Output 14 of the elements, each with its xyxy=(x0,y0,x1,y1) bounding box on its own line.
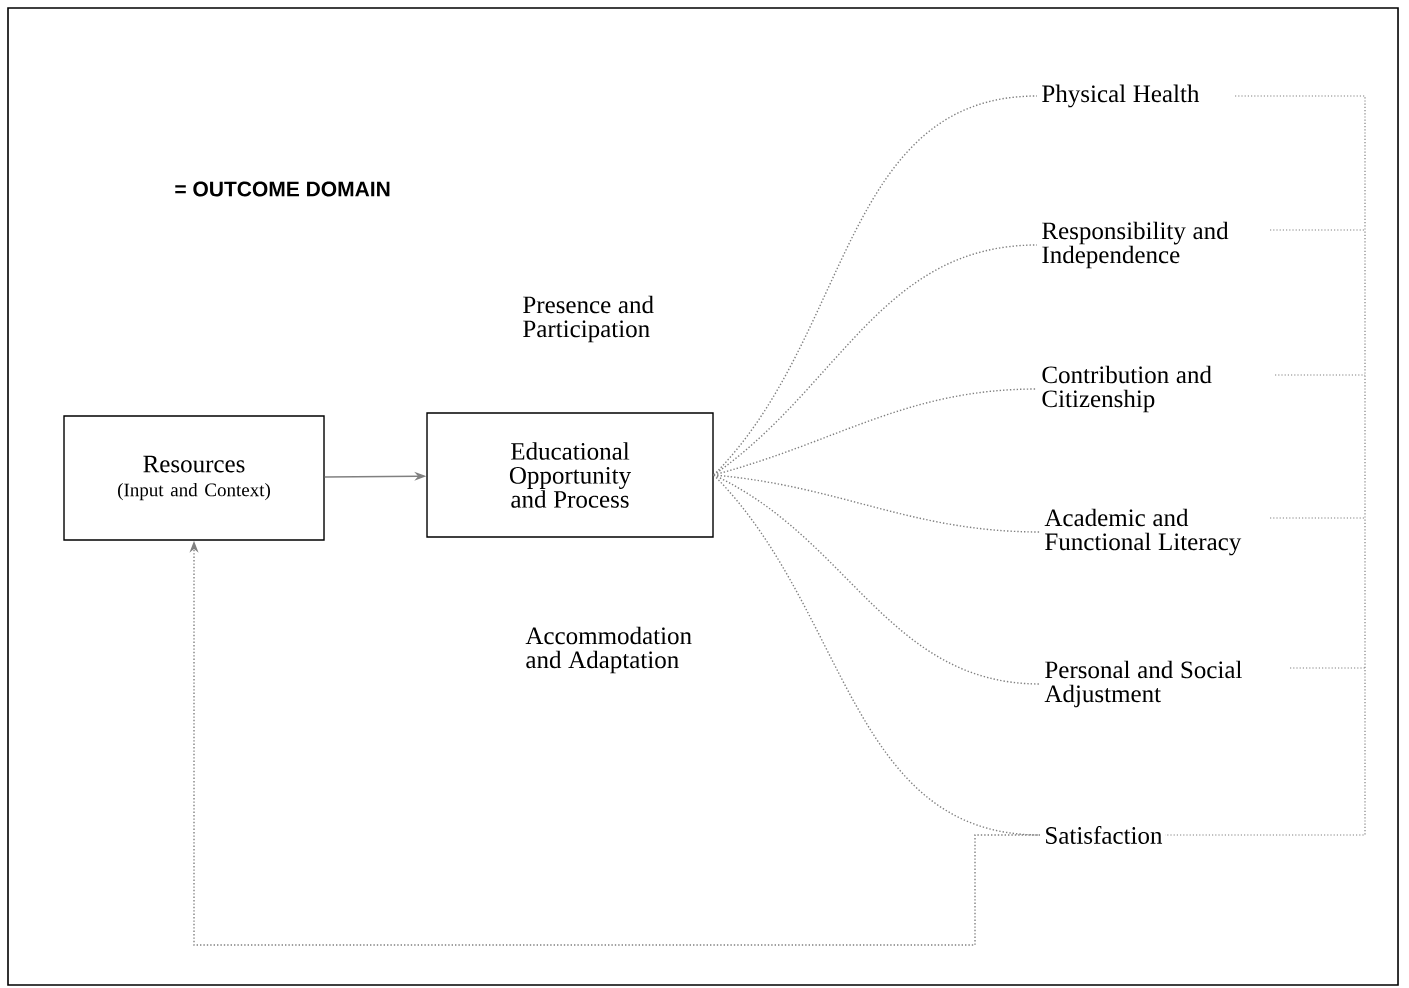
process-box: Resources (Input and Context) xyxy=(63,415,325,541)
outcome-label: Personal and Social Adjustment xyxy=(1044,660,1242,708)
connector xyxy=(713,474,1041,836)
connector xyxy=(713,244,1038,476)
note-label: = OUTCOME DOMAIN xyxy=(175,181,390,197)
outcome-label: Satisfaction xyxy=(1046,826,1163,844)
path-label: Presence and Participation xyxy=(523,295,654,343)
path-label: Accommodation and Adaptation xyxy=(525,626,692,674)
outcome-label: Responsibility and Independence xyxy=(1042,221,1229,269)
outcome-label: Physical Health xyxy=(1042,84,1200,108)
outcome-label: Contribution and Citizenship xyxy=(1042,365,1212,413)
connector xyxy=(713,474,1041,533)
process-box: Educational Opportunity and Process xyxy=(426,412,714,538)
outcome-label: Academic and Functional Literacy xyxy=(1044,508,1242,556)
